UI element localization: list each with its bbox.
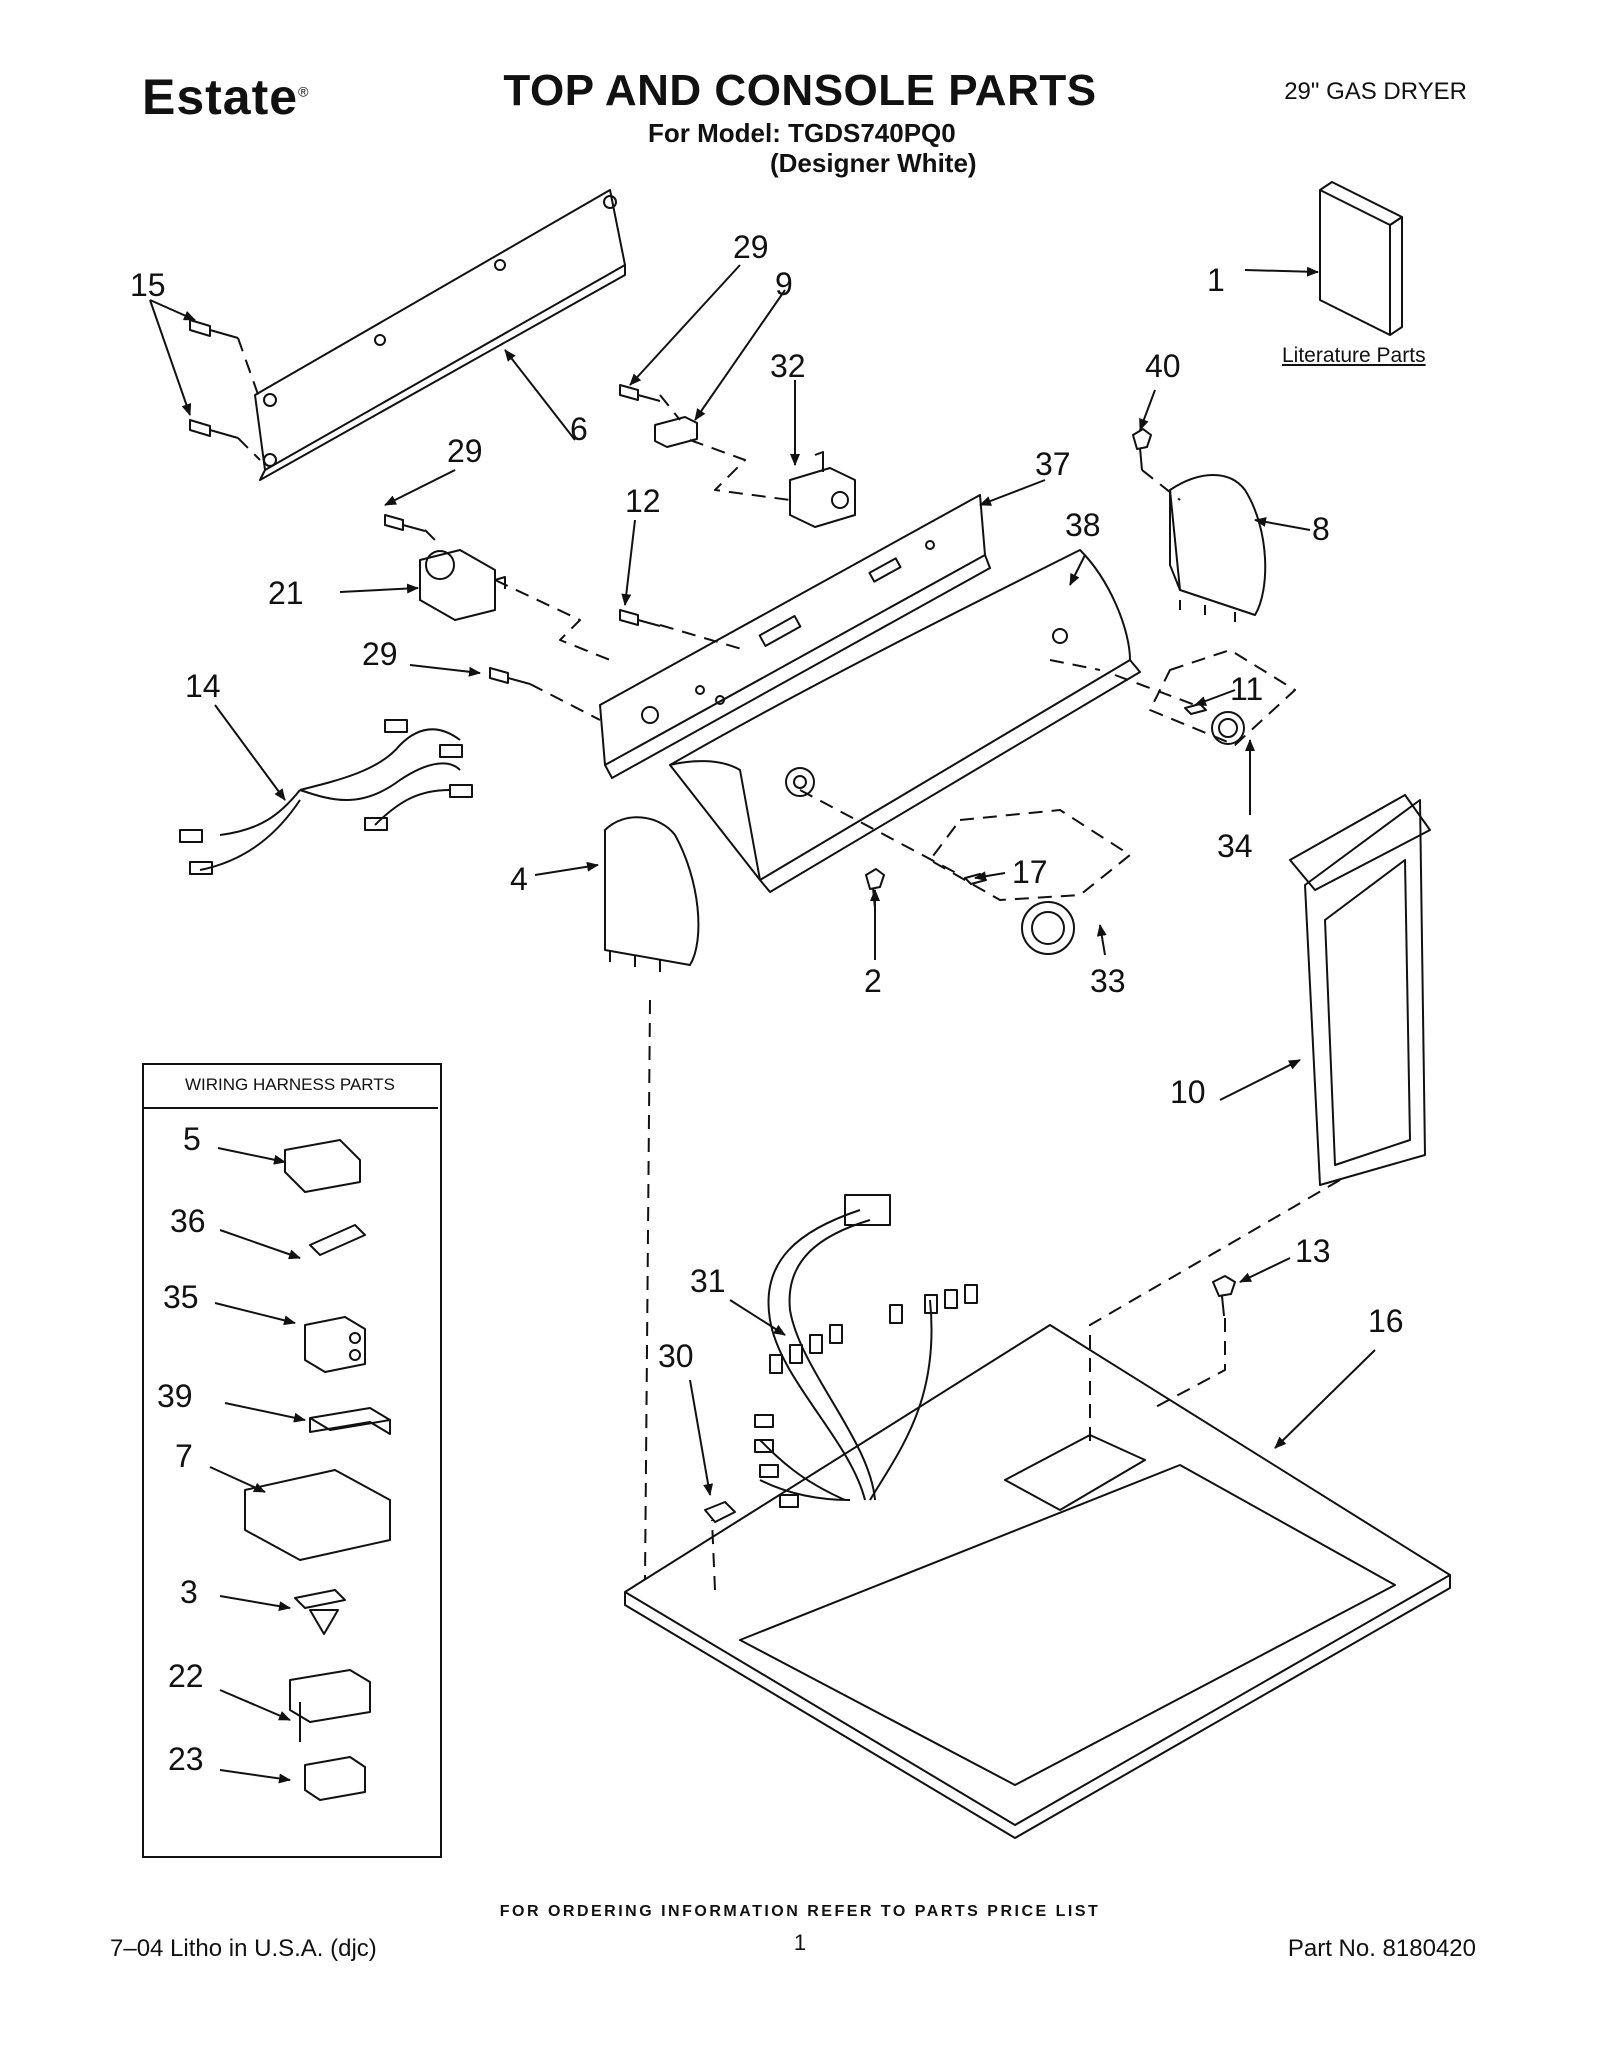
callout-label: 35	[163, 1279, 199, 1315]
end-cap-part-4	[604, 816, 700, 972]
literature-booklet-part	[1319, 181, 1403, 336]
callout-label: 6	[570, 411, 588, 447]
litho-info: 7–04 Litho in U.S.A. (djc)	[110, 1935, 377, 1962]
page-number: 1	[793, 1930, 807, 1955]
callout-label: 38	[1065, 507, 1101, 543]
console-plate-part-37	[599, 494, 991, 779]
callout-label: 30	[658, 1338, 694, 1374]
callout-numbers: 15 6 29 9 32 1 40 29 12 37 38 8 21 29 14…	[130, 229, 1404, 1777]
callout-label: 5	[183, 1121, 201, 1157]
callout-label: 11	[1230, 671, 1263, 707]
top-panel-part-16	[624, 1324, 1451, 1839]
callout-label: 16	[1368, 1303, 1404, 1339]
registered-mark: ®	[298, 83, 310, 100]
callout-label: 4	[510, 861, 528, 897]
callout-label: 33	[1090, 963, 1126, 999]
rear-bracket-part	[254, 189, 626, 481]
callout-label: 13	[1295, 1233, 1331, 1269]
brand-logo: Estate®	[142, 68, 309, 126]
leader-arrows	[149, 264, 1376, 1784]
brand-name: Estate	[142, 69, 299, 125]
callout-label: 17	[1012, 854, 1048, 890]
callout-label: 12	[625, 483, 661, 519]
lint-screen-part-10	[1289, 794, 1431, 1186]
main-harness-part-31	[754, 1194, 978, 1508]
callout-label: 31	[690, 1263, 726, 1299]
callout-label: 2	[864, 963, 882, 999]
page-title: TOP AND CONSOLE PARTS	[503, 66, 1097, 115]
wiring-harness-box	[142, 1063, 442, 1858]
assembly-lines	[237, 337, 1341, 1591]
callout-label: 7	[175, 1438, 193, 1474]
callout-label: 8	[1312, 511, 1330, 547]
end-cap-part-8	[1169, 474, 1267, 622]
model-variant: (Designer White)	[770, 148, 977, 178]
knob-parts	[964, 703, 1245, 955]
callout-label: 14	[185, 668, 221, 704]
callout-label: 3	[180, 1574, 198, 1610]
callout-label: 15	[130, 267, 166, 303]
callout-label: 32	[770, 348, 806, 384]
wire-harness-part-14	[179, 719, 473, 875]
bracket-part-30	[704, 1501, 736, 1523]
callout-label: 34	[1217, 828, 1253, 864]
console-part-38	[669, 549, 1141, 893]
model-number: For Model: TGDS740PQ0	[648, 118, 956, 148]
callout-label: 40	[1145, 348, 1181, 384]
ordering-note: FOR ORDERING INFORMATION REFER TO PARTS …	[499, 1903, 1101, 1920]
callout-label: 1	[1207, 262, 1225, 298]
callout-label: 29	[362, 636, 398, 672]
callout-label: 39	[157, 1378, 193, 1414]
clip-part-9	[654, 416, 698, 448]
callout-label: 21	[268, 575, 304, 611]
wiring-harness-title: WIRING HARNESS PARTS	[142, 1063, 438, 1109]
appliance-type: 29" GAS DRYER	[1284, 78, 1467, 105]
callout-label: 37	[1035, 446, 1071, 482]
literature-parts-label: Literature Parts	[1282, 344, 1426, 367]
callout-label: 10	[1170, 1074, 1206, 1110]
callout-label: 29	[733, 229, 769, 265]
part-number: Part No. 8180420	[1287, 1935, 1476, 1962]
callout-label: 36	[170, 1203, 206, 1239]
callout-label: 29	[447, 433, 483, 469]
timer-part-21	[419, 549, 506, 621]
switch-part-32	[789, 451, 856, 528]
callout-label: 22	[168, 1658, 204, 1694]
wiring-box-parts	[244, 1139, 391, 1801]
callout-label: 9	[775, 266, 793, 302]
callout-label: 23	[168, 1741, 204, 1777]
